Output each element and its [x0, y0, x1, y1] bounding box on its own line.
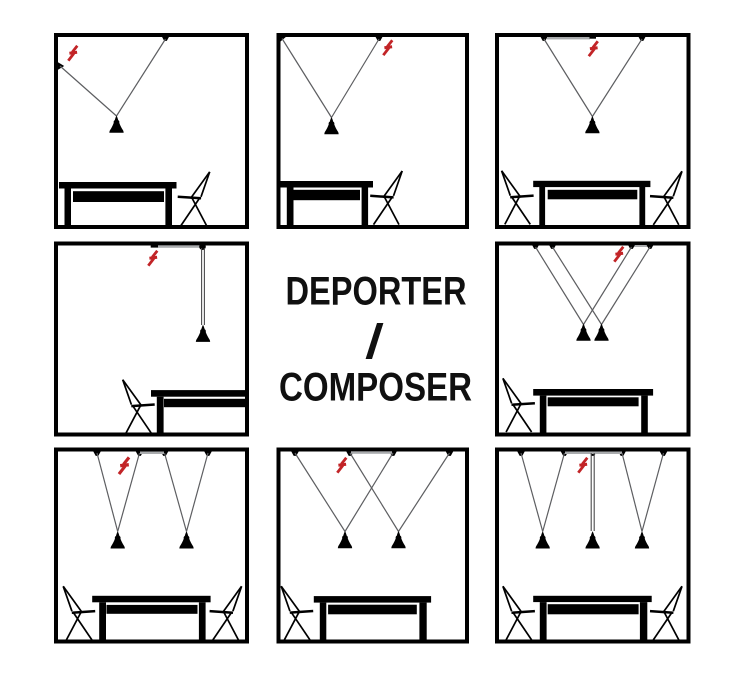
svg-text:COMPOSER: COMPOSER	[279, 366, 472, 410]
svg-text:DEPORTER: DEPORTER	[286, 270, 467, 314]
